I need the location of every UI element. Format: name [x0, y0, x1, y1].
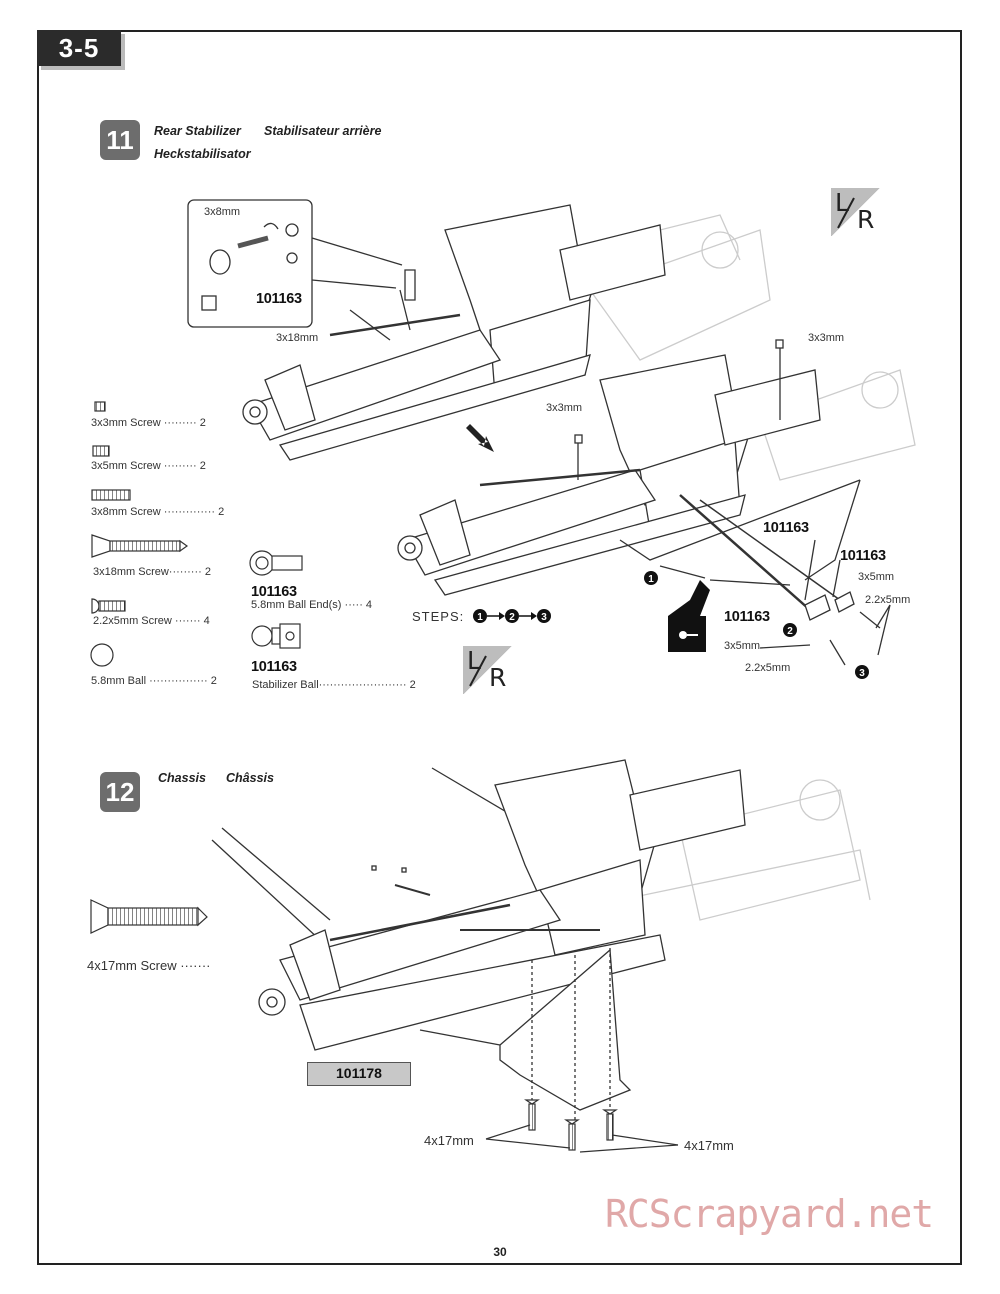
step-12-title-fr: Châssis: [226, 771, 274, 785]
step-circles: 1 2 3: [644, 571, 869, 679]
screw-icons: [90, 899, 679, 1153]
step-11-title-fr: Stabilisateur arrière: [264, 124, 382, 138]
svg-text:1: 1: [648, 574, 654, 585]
part-stabilizer-ball-desc: Stabilizer Ball························ …: [252, 679, 416, 691]
step-11-assembly-upper: [242, 204, 771, 461]
callout-3x3mm-top: 3x3mm: [808, 332, 845, 344]
inset-box: [187, 199, 403, 328]
callout-3x18mm: 3x18mm: [276, 332, 319, 344]
svg-text:3: 3: [541, 612, 547, 623]
svg-text:1: 1: [477, 612, 483, 623]
part-3x18mm-screw: 3x18mm Screw········· 2: [93, 566, 211, 578]
step-12-title-en: Chassis: [158, 771, 206, 785]
callout-4x17mm-right: 4x17mm: [684, 1138, 734, 1153]
watermark: RCScrapyard.net: [605, 1192, 934, 1236]
step-12-badge: 12: [100, 772, 140, 812]
part-ball-end-desc: 5.8mm Ball End(s) ····· 4: [251, 599, 373, 611]
step-11-title-en: Rear Stabilizer: [154, 124, 241, 138]
parts-icons: [90, 401, 189, 667]
part-number-box-101178: 101178: [307, 1062, 411, 1086]
ball-end-icons: [249, 550, 303, 649]
page-number: 30: [493, 1245, 507, 1259]
section-tab: 3-5: [37, 30, 121, 66]
inset-screw-label: 3x8mm: [204, 206, 241, 218]
steps-sequence: 1 2 3: [473, 609, 551, 623]
callout-part-number-b: 101163: [840, 548, 886, 564]
svg-text:2: 2: [509, 612, 515, 623]
callout-3x3mm-mid: 3x3mm: [546, 402, 583, 414]
step-11-assembly-lower: [397, 339, 916, 666]
wrench-icon: [668, 580, 710, 652]
step-11-badge: 11: [100, 120, 140, 160]
part-3x3mm-screw: 3x3mm Screw ········· 2: [91, 417, 206, 429]
callout-2-2x5mm-right: 2.2x5mm: [865, 594, 911, 606]
part-2-2x5mm-screw: 2.2x5mm Screw ······· 4: [93, 615, 210, 627]
page-frame: [37, 30, 962, 1265]
part-number-stabilizer-ball: 101163: [251, 659, 297, 675]
part-3x8mm-screw: 3x8mm Screw ·············· 2: [91, 506, 225, 518]
svg-text:3: 3: [859, 668, 865, 679]
steps-label: STEPS:: [412, 609, 465, 624]
part-4x17mm-screw: 4x17mm Screw ·······: [87, 958, 211, 973]
step-12-assembly: [211, 759, 871, 1120]
callout-2-2x5mm-bottom: 2.2x5mm: [745, 662, 791, 674]
part-5-8mm-ball: 5.8mm Ball ················ 2: [91, 675, 217, 687]
svg-text:2: 2: [787, 626, 793, 637]
part-number-ball-end: 101163: [251, 584, 297, 600]
arrow-icon: [466, 424, 494, 452]
callout-part-number-c: 101163: [724, 609, 770, 625]
callout-4x17mm-left: 4x17mm: [424, 1133, 474, 1148]
inset-part-number: 101163: [256, 291, 302, 307]
callout-part-number-a: 101163: [763, 520, 809, 536]
part-3x5mm-screw: 3x5mm Screw ········· 2: [91, 460, 206, 472]
step-11-title-de: Heckstabilisator: [154, 147, 251, 161]
callout-3x5mm-left: 3x5mm: [724, 640, 761, 652]
callout-3x5mm-right: 3x5mm: [858, 571, 895, 583]
